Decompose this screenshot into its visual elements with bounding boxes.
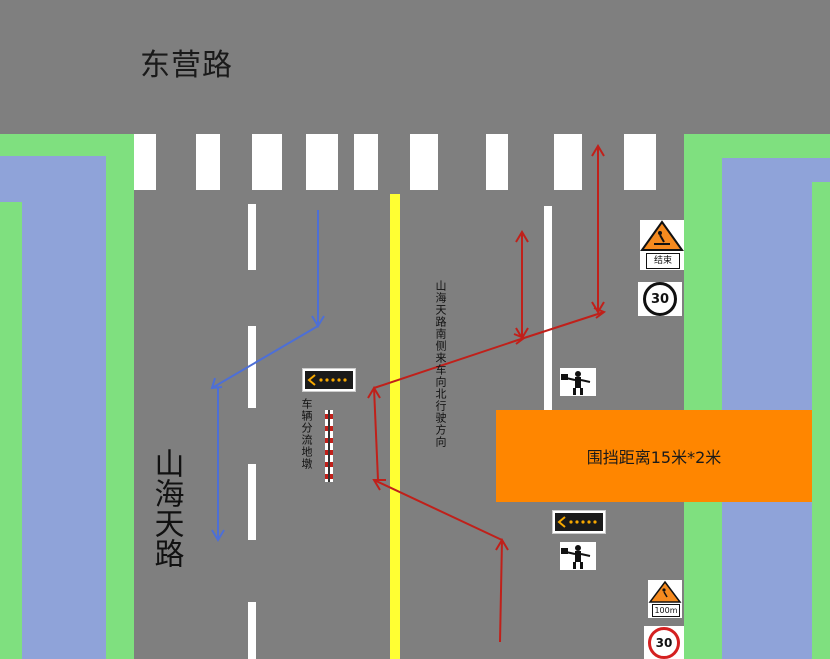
- arrow-board-icon: [302, 368, 356, 392]
- red-arrows: [367, 144, 607, 643]
- right-sidewalk-edge: [812, 182, 830, 659]
- lane-dash-left: [248, 204, 256, 659]
- flagger-sign-icon: [560, 542, 596, 570]
- divert-post-note: 车辆分流地墩: [300, 398, 313, 470]
- speed-limit-sign-icon: 30: [638, 282, 682, 316]
- crosswalk: [134, 134, 656, 190]
- work-distance-label: 100m: [652, 604, 680, 617]
- barrier-label: 围挡距离15米*2米: [586, 448, 722, 467]
- lane-divider-post-icon: [324, 410, 334, 482]
- work-ahead-sign-icon: 100m: [648, 580, 682, 618]
- work-ahead-sign-icon: 结束: [640, 220, 684, 270]
- road-name-shanhaitian: 山海天路: [148, 448, 184, 568]
- speed-limit-value: 30: [643, 282, 677, 316]
- center-line: [390, 194, 400, 659]
- work-end-label: 结束: [646, 253, 680, 269]
- construction-barrier: 围挡距离15米*2米: [496, 410, 812, 502]
- speed-limit-value: 30: [648, 626, 680, 659]
- speed-limit-sign-icon: 30: [644, 626, 684, 659]
- right-lane-line: [544, 206, 552, 410]
- road-name-dongying: 东营路: [140, 48, 233, 83]
- arrow-board-icon: [552, 510, 606, 534]
- blue-arrows: [210, 210, 325, 542]
- flagger-sign-icon: [560, 368, 596, 396]
- left-sidewalk-edge: [0, 202, 22, 659]
- traffic-direction-note: 山海天路南侧来车向北行驶方向: [434, 280, 447, 448]
